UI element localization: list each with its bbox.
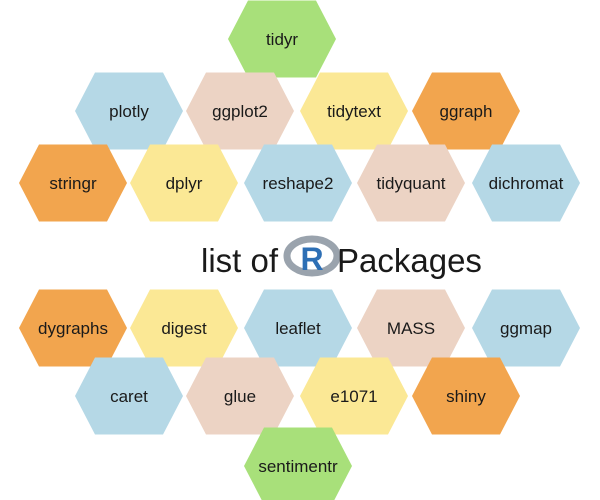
title-suffix: Packages bbox=[337, 242, 482, 279]
diagram-title: list of R Packages bbox=[201, 235, 482, 279]
package-hex-sentimentr: sentimentr bbox=[244, 427, 352, 500]
hex-shape bbox=[186, 357, 294, 435]
hex-shape bbox=[75, 357, 183, 435]
hex-shape bbox=[472, 144, 580, 222]
r-logo-letter: R bbox=[300, 241, 323, 277]
package-label: ggmap bbox=[500, 319, 552, 338]
title-prefix: list of bbox=[201, 242, 279, 279]
package-hex-tidytext: tidytext bbox=[300, 72, 408, 150]
hex-shape bbox=[244, 289, 352, 367]
package-hex-shiny: shiny bbox=[412, 357, 520, 435]
package-label: dygraphs bbox=[38, 319, 108, 338]
package-label: ggraph bbox=[440, 102, 493, 121]
r-logo-ring bbox=[283, 235, 341, 277]
package-hex-e1071: e1071 bbox=[300, 357, 408, 435]
hex-shape bbox=[75, 72, 183, 150]
package-label: ggplot2 bbox=[212, 102, 268, 121]
hex-shape bbox=[19, 144, 127, 222]
hex-shape bbox=[412, 357, 520, 435]
package-hex-tidyquant: tidyquant bbox=[357, 144, 465, 222]
hex-shape bbox=[472, 289, 580, 367]
package-hex-ggplot2: ggplot2 bbox=[186, 72, 294, 150]
package-hex-caret: caret bbox=[75, 357, 183, 435]
hex-shape bbox=[130, 144, 238, 222]
package-hex-dygraphs: dygraphs bbox=[19, 289, 127, 367]
package-label: stringr bbox=[49, 174, 97, 193]
package-hex-reshape2: reshape2 bbox=[244, 144, 352, 222]
hex-shape bbox=[244, 144, 352, 222]
package-hex-glue: glue bbox=[186, 357, 294, 435]
package-label: sentimentr bbox=[258, 457, 338, 476]
package-label: MASS bbox=[387, 319, 435, 338]
package-label: shiny bbox=[446, 387, 486, 406]
hex-shape bbox=[130, 289, 238, 367]
hex-shape bbox=[244, 427, 352, 500]
hex-shape bbox=[357, 144, 465, 222]
package-hex-dplyr: dplyr bbox=[130, 144, 238, 222]
r-logo-icon: R bbox=[283, 235, 341, 277]
package-hex-plotly: plotly bbox=[75, 72, 183, 150]
package-hex-tidyr: tidyr bbox=[228, 0, 336, 78]
package-hex-mass: MASS bbox=[357, 289, 465, 367]
package-label: caret bbox=[110, 387, 148, 406]
package-hex-dichromat: dichromat bbox=[472, 144, 580, 222]
package-label: tidytext bbox=[327, 102, 381, 121]
hex-shape bbox=[228, 0, 336, 78]
package-label: dichromat bbox=[489, 174, 564, 193]
package-label: e1071 bbox=[330, 387, 377, 406]
package-label: digest bbox=[161, 319, 207, 338]
hex-shape bbox=[300, 72, 408, 150]
package-hex-leaflet: leaflet bbox=[244, 289, 352, 367]
package-label: tidyr bbox=[266, 30, 298, 49]
package-hex-digest: digest bbox=[130, 289, 238, 367]
package-label: plotly bbox=[109, 102, 149, 121]
package-label: glue bbox=[224, 387, 256, 406]
hex-shape bbox=[186, 72, 294, 150]
package-label: dplyr bbox=[166, 174, 203, 193]
package-label: tidyquant bbox=[377, 174, 446, 193]
hex-layer: tidyr plotly ggplot2 tidytext ggraph stringr d… bbox=[19, 0, 580, 500]
hex-shape bbox=[412, 72, 520, 150]
hex-shape bbox=[357, 289, 465, 367]
hex-shape bbox=[19, 289, 127, 367]
package-hex-stringr: stringr bbox=[19, 144, 127, 222]
package-hex-ggraph: ggraph bbox=[412, 72, 520, 150]
package-label: reshape2 bbox=[263, 174, 334, 193]
package-hex-ggmap: ggmap bbox=[472, 289, 580, 367]
hex-shape bbox=[300, 357, 408, 435]
package-label: leaflet bbox=[275, 319, 321, 338]
